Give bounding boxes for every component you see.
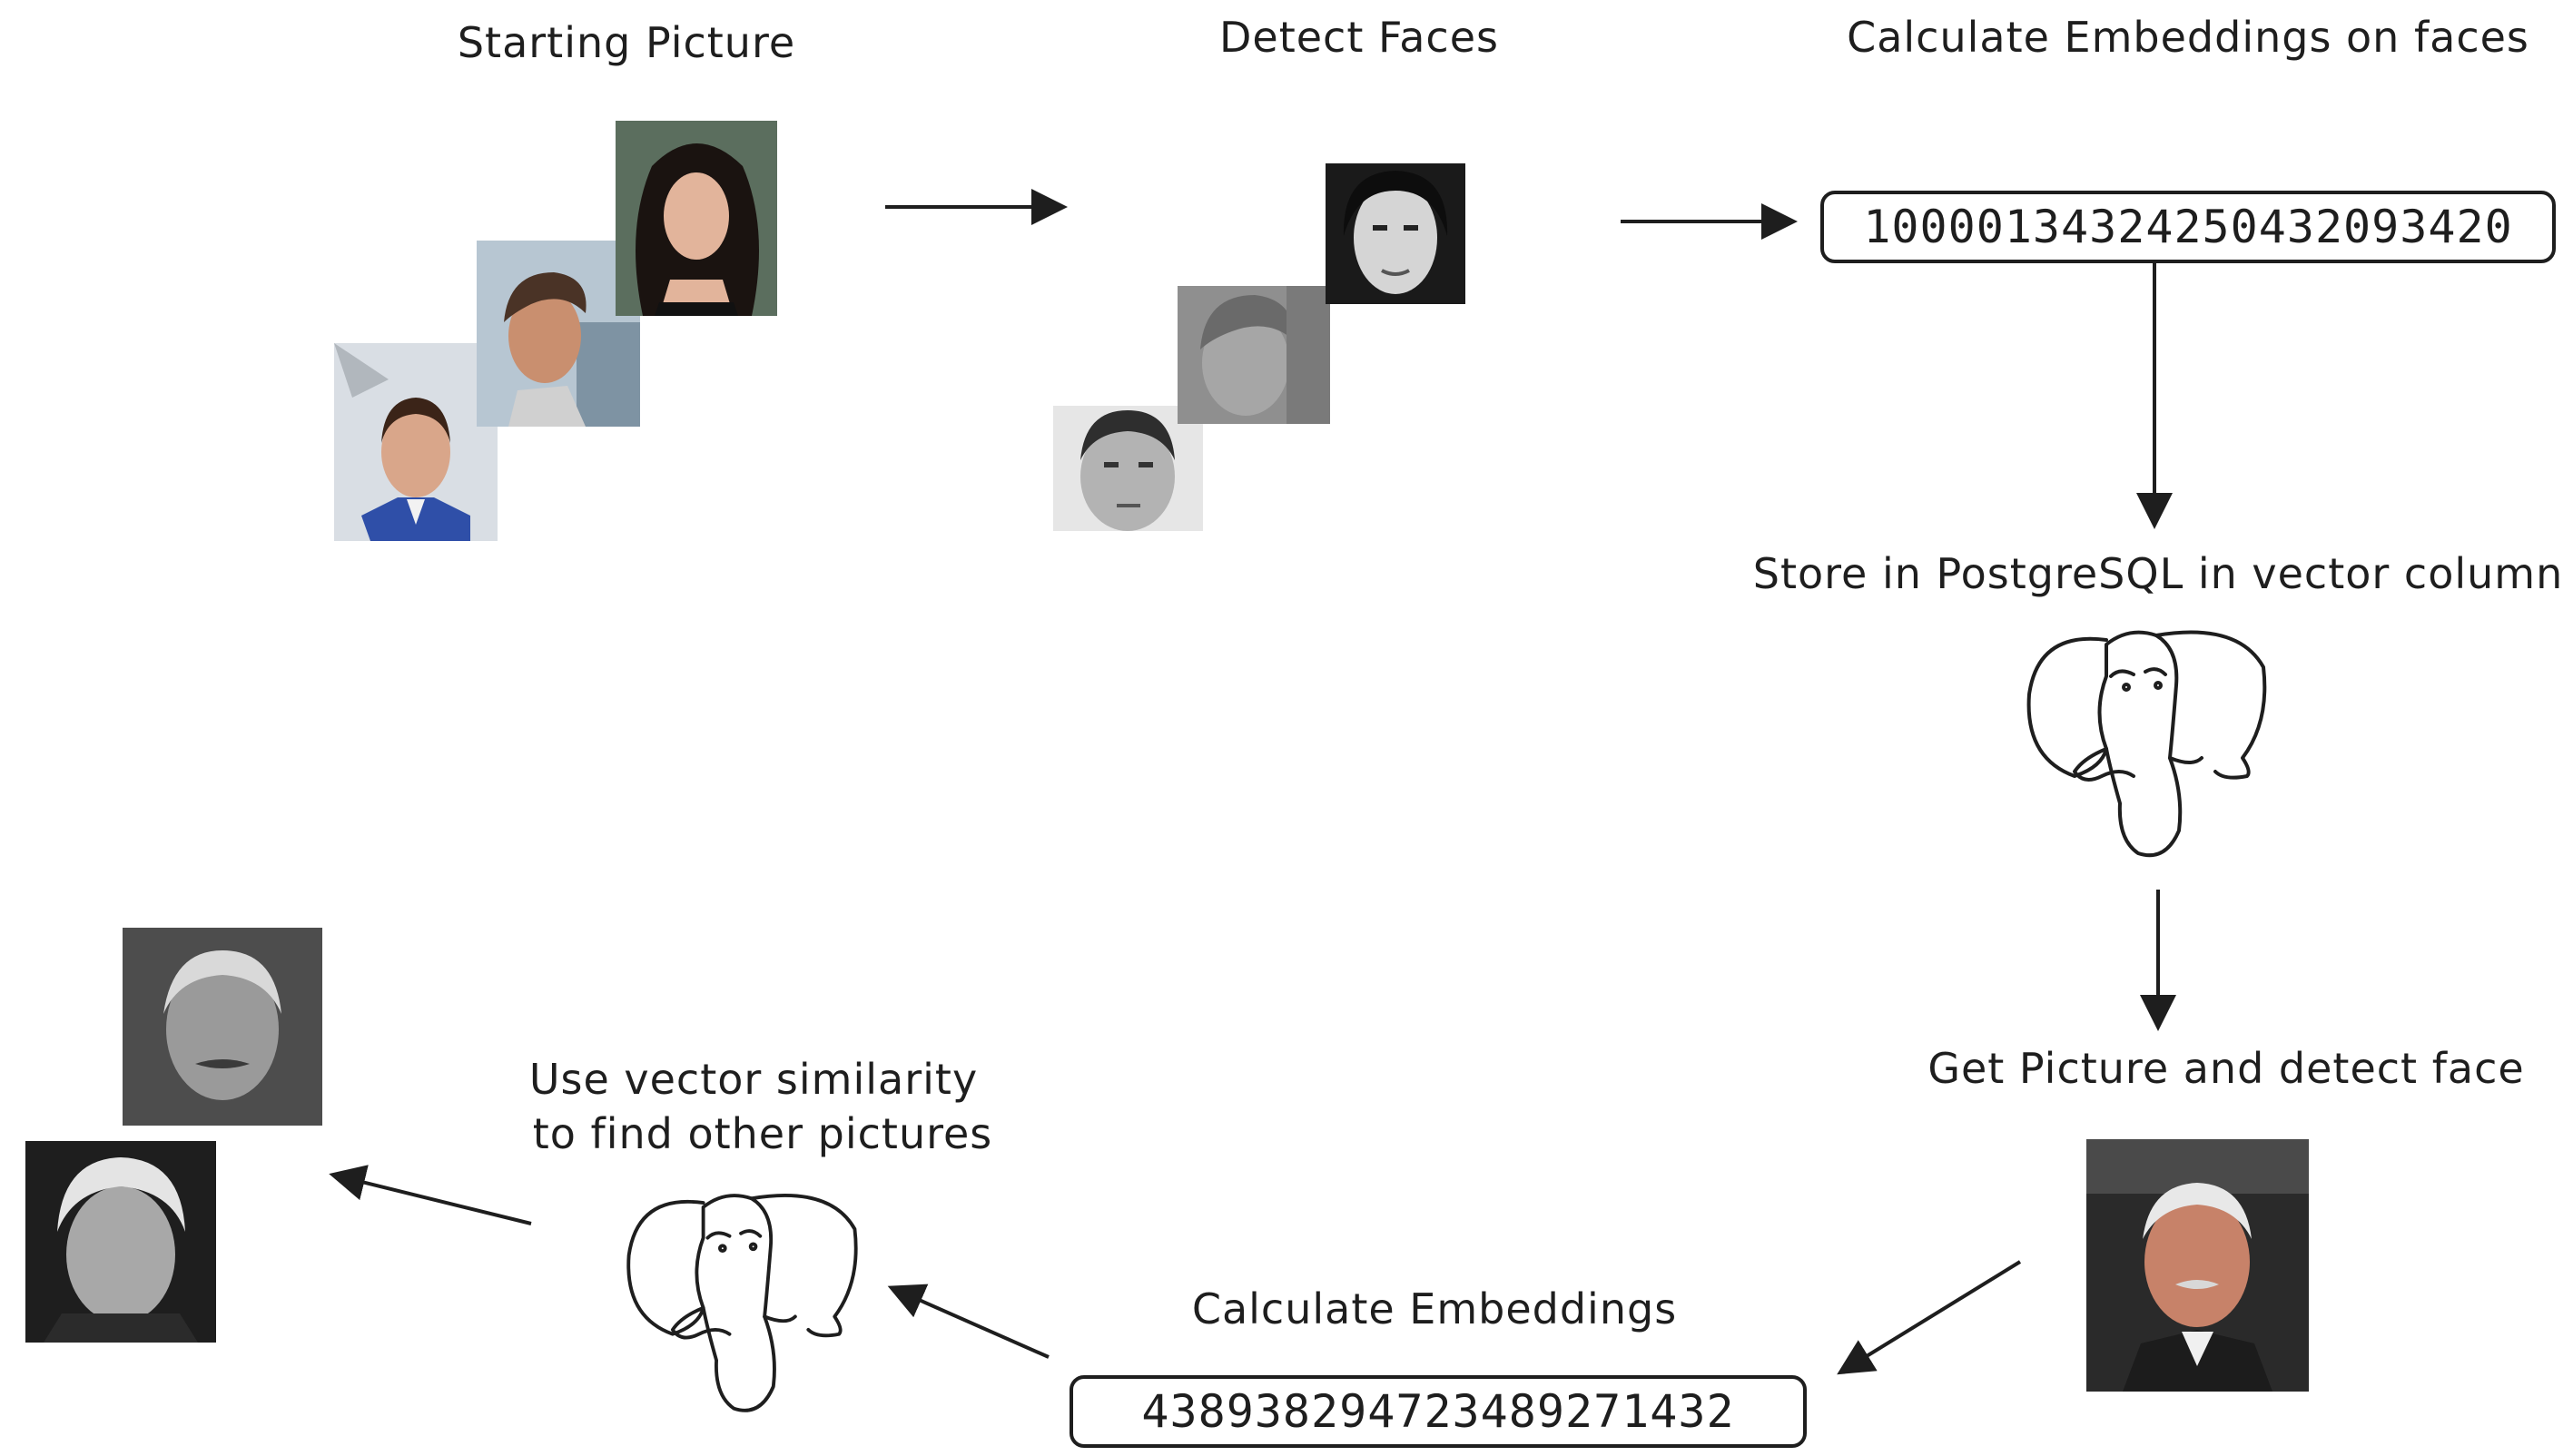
postgresql-elephant-icon <box>2026 630 2267 858</box>
query-embedding-value: 438938294723489271432 <box>1141 1385 1735 1438</box>
step-label-get-picture: Get Picture and detect face <box>1927 1044 2525 1093</box>
result-photo-1 <box>123 928 322 1126</box>
starting-photo-man-profile <box>477 241 640 427</box>
query-embedding-box: 438938294723489271432 <box>1070 1375 1807 1448</box>
detected-face-3 <box>1326 163 1465 304</box>
query-photo-older-man <box>2086 1139 2309 1392</box>
step-label-store-postgresql: Store in PostgreSQL in vector column <box>1752 549 2564 598</box>
arrow-get-to-calc <box>1837 1260 2022 1375</box>
result-photo-2 <box>25 1141 216 1343</box>
arrow-similarity-to-results <box>329 1165 532 1225</box>
detected-face-2 <box>1178 286 1330 424</box>
arrow-calc-to-similarity <box>887 1284 1050 1359</box>
detected-face-1 <box>1053 406 1203 531</box>
step-label-calculate-embeddings-faces: Calculate Embeddings on faces <box>1847 13 2529 62</box>
postgresql-elephant-icon-similarity <box>626 1194 858 1412</box>
step-label-starting-picture: Starting Picture <box>457 18 796 67</box>
stored-embedding-box: 10000134324250432093420 <box>1820 191 2556 263</box>
starting-photo-man-suit <box>334 343 498 541</box>
step-label-similarity-line2: to find other pictures <box>532 1109 993 1158</box>
step-label-calculate-embeddings: Calculate Embeddings <box>1191 1284 1678 1333</box>
starting-photo-woman <box>616 121 777 316</box>
step-label-detect-faces: Detect Faces <box>1219 13 1499 62</box>
stored-embedding-value: 10000134324250432093420 <box>1863 201 2513 253</box>
step-label-similarity-line1: Use vector similarity <box>528 1055 979 1104</box>
